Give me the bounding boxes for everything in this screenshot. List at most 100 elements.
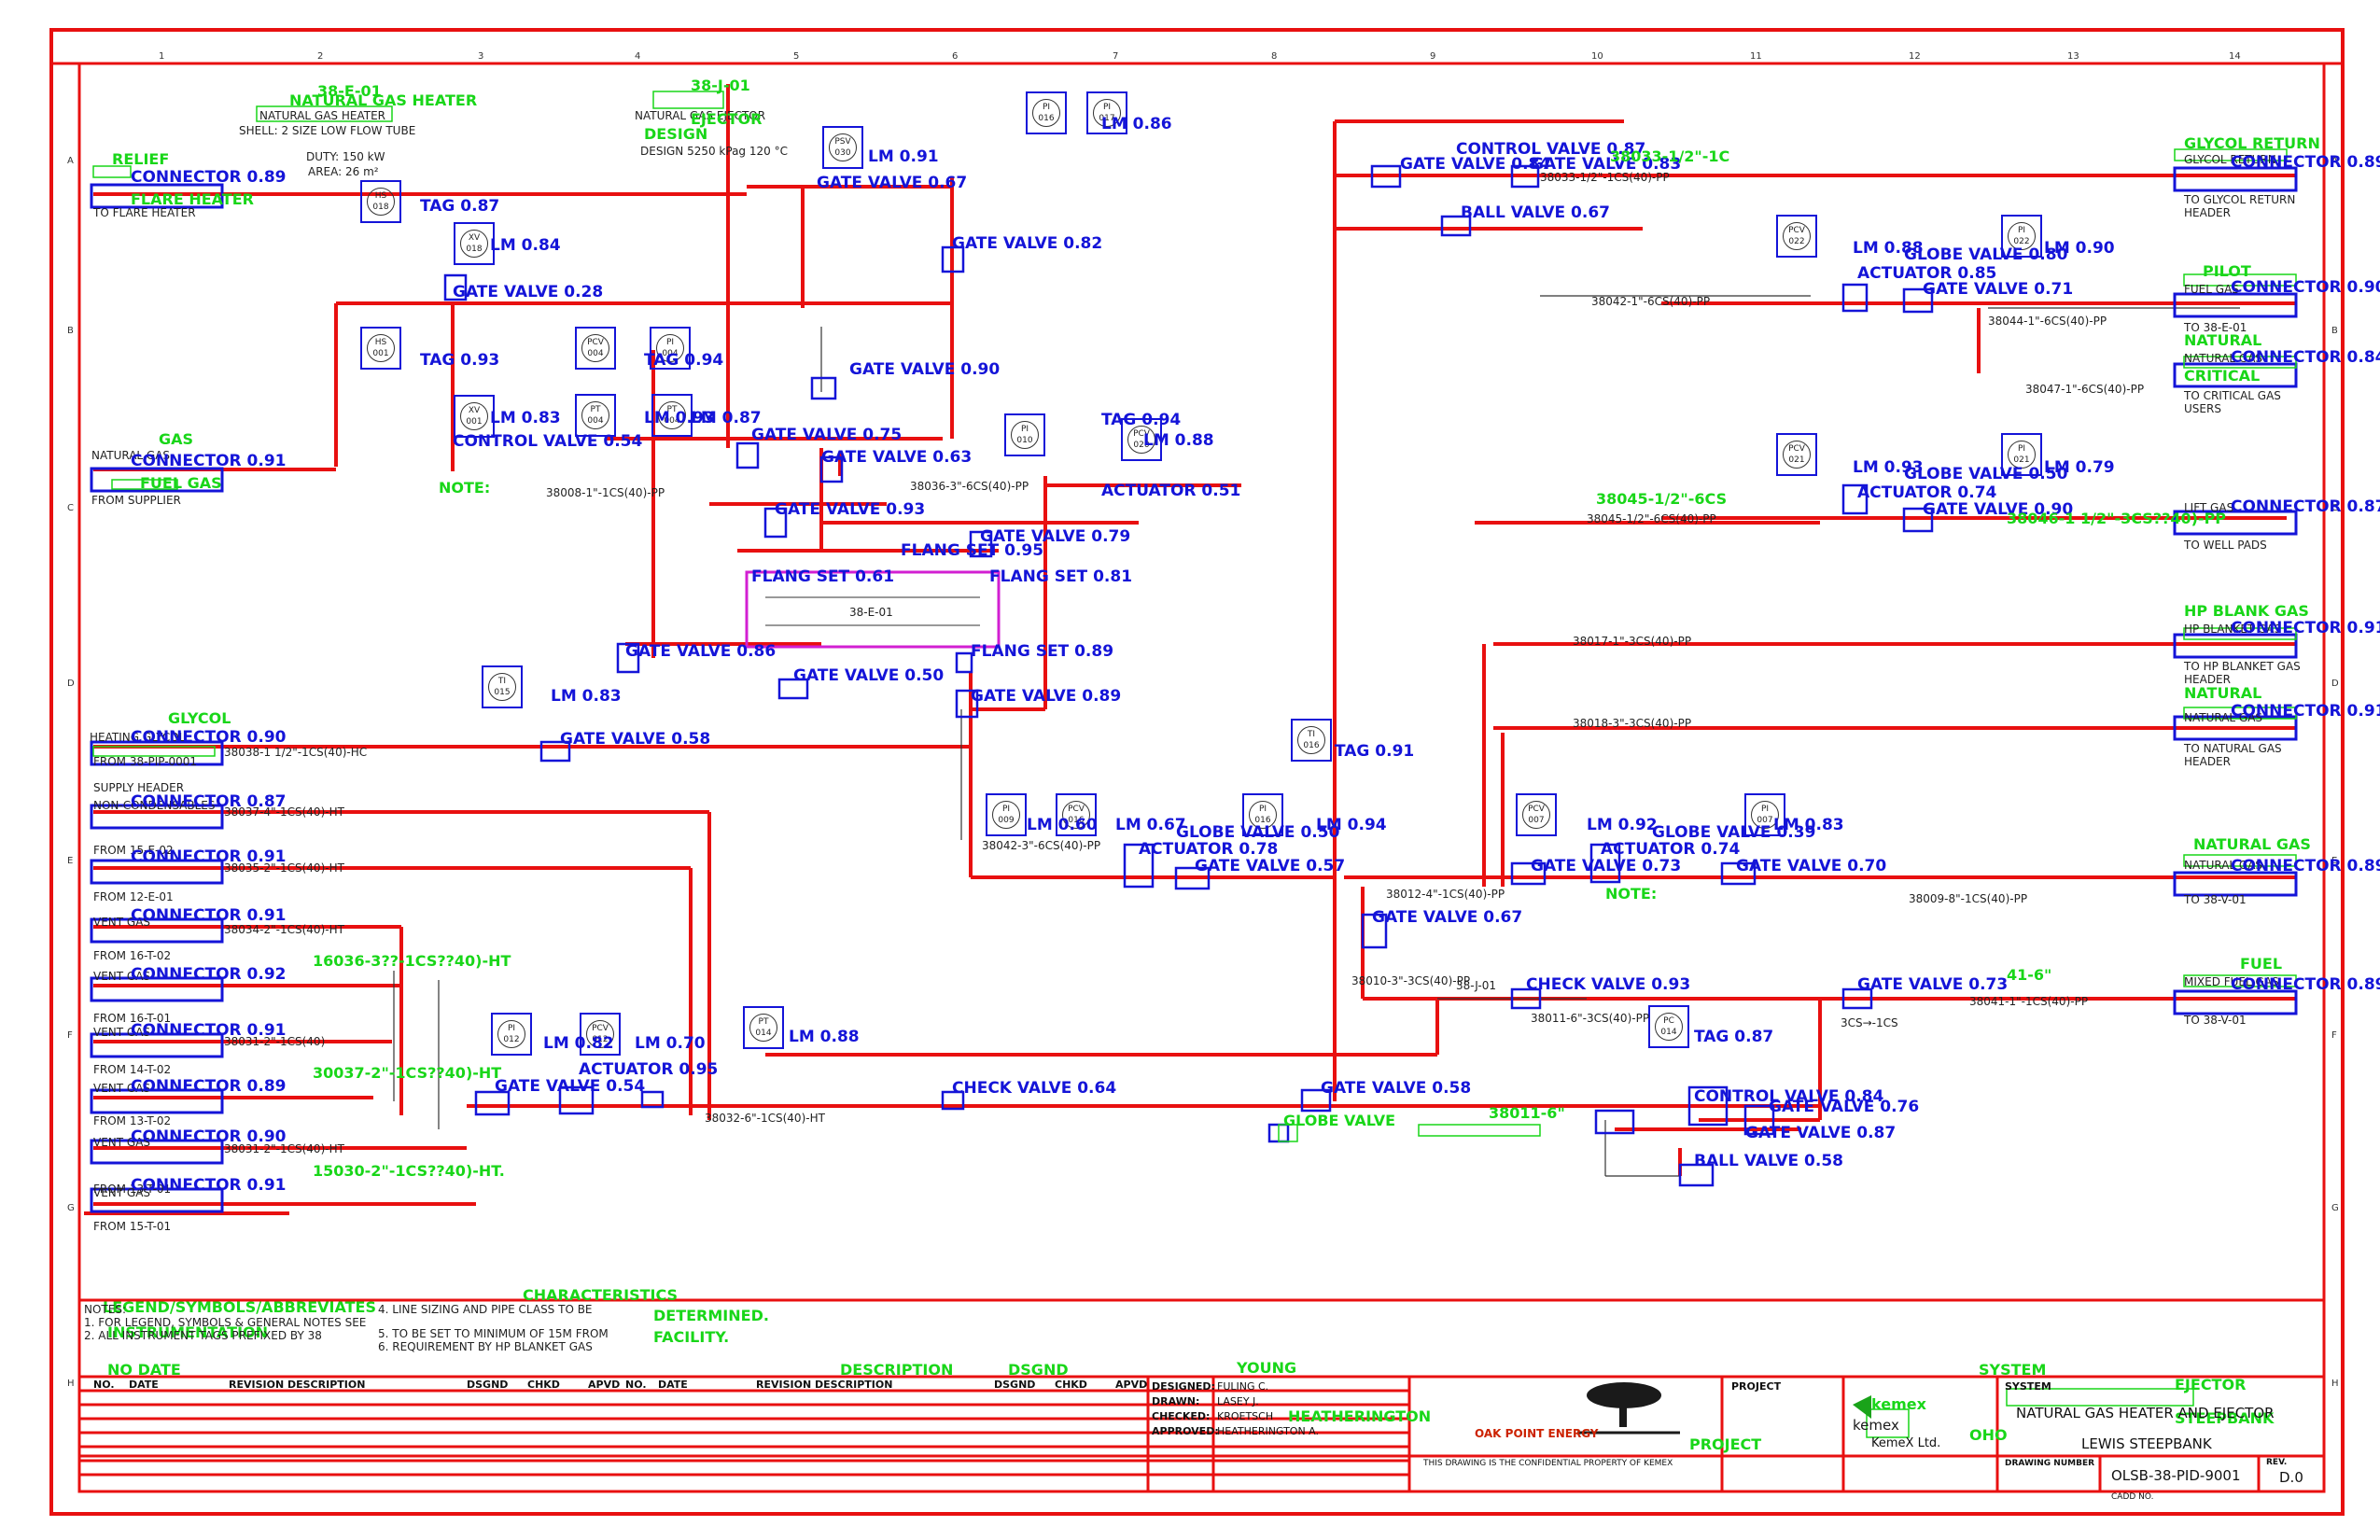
instrument-number: 016 (1254, 816, 1271, 825)
instrument-function: HS (374, 191, 387, 201)
grid-col-14: 14 (2229, 51, 2241, 62)
grid-lines (51, 62, 2343, 1458)
detection-label: GATE VALVE 0.75 (751, 426, 903, 444)
instrument-number: 016 (1068, 816, 1085, 825)
detection-label: ACTUATOR 0.78 (1139, 840, 1279, 859)
detection-label: CONNECTOR 0.90 (131, 1127, 287, 1146)
class-label: 30037-2"-1CS??40)-HT (313, 1064, 502, 1082)
instrument-circle (1751, 801, 1779, 829)
detection-label: GATE VALVE 0.87 (1745, 1124, 1897, 1142)
heater-vessel[interactable] (745, 570, 1001, 649)
detection-label: CONNECTOR 0.91 (131, 1021, 287, 1040)
instrument-circle (749, 1014, 777, 1042)
process-text: 38-E-01 (849, 606, 893, 619)
instrument-number: 004 (587, 349, 604, 358)
detection-label: CONNECTOR 0.87 (2231, 497, 2380, 516)
class-label: HP BLANK GAS (2184, 602, 2309, 620)
detection-label: CONNECTOR 0.89 (2231, 153, 2380, 172)
instrument-function: PI (1020, 425, 1029, 434)
instrument-circle (460, 402, 488, 430)
location-name: LEWIS STEEPBANK (2081, 1435, 2212, 1452)
process-text: DESIGN 5250 kPag 120 °C (640, 145, 788, 158)
process-text: VENT GAS (93, 1136, 151, 1149)
role-name: LASEY J. (1217, 1395, 1259, 1407)
process-text: 38-J-01 (1456, 979, 1496, 992)
instrument-function: PCV (592, 1024, 609, 1033)
detection-label: GATE VALVE 0.58 (1321, 1079, 1472, 1098)
class-label: 38011-6" (1489, 1104, 1565, 1122)
detection-label: BALL VALVE 0.67 (1461, 203, 1610, 222)
class-label: OHO (1969, 1426, 2008, 1444)
detection-label: CONNECTOR 0.90 (131, 728, 287, 747)
process-text: FROM SUPPLIER (91, 494, 181, 507)
role-name: HEATHERINGTON A. (1217, 1425, 1320, 1437)
role-label: DRAWN: (1152, 1395, 1200, 1407)
role-label: DESIGNED: (1152, 1380, 1215, 1393)
grid-col-8: 8 (1271, 51, 1278, 62)
process-text: AREA: 26 m² (308, 165, 379, 178)
instrument-circle (581, 401, 609, 429)
instrument-number: 001 (466, 417, 483, 427)
grid-row-right-F: F (2331, 1030, 2337, 1041)
grid-row-G: G (67, 1203, 75, 1213)
class-label: NATURAL (2184, 684, 2262, 702)
instrument-circle (1783, 222, 1811, 250)
revision-value: D.0 (2279, 1469, 2303, 1486)
class-label: NO DATE (107, 1361, 181, 1379)
process-text: NON-CONDENSABLES (93, 799, 216, 812)
process-text: 38035-2"-1CS(40)-HT (224, 861, 344, 875)
detection-label: LM 0.82 (543, 1034, 614, 1053)
detection-label: GATE VALVE 0.54 (495, 1077, 646, 1096)
process-text: 38045-1/2"-6CS(40)-PP (1587, 512, 1716, 525)
process-text: TO GLYCOL RETURN (2184, 193, 2296, 206)
instrument-circle (1011, 421, 1039, 449)
process-text: 38042-3"-6CS(40)-PP (982, 839, 1101, 852)
instrument-circle (488, 673, 516, 701)
detection-label: CONNECTOR 0.90 (2231, 278, 2380, 297)
detection-label: CONNECTOR 0.89 (2231, 975, 2380, 994)
cadd-no: CADD NO. (2111, 1492, 2154, 1502)
note-line: 4. LINE SIZING AND PIPE CLASS TO BE (378, 1303, 593, 1316)
class-label: GLYCOL (168, 709, 231, 727)
instrument-function: HS (374, 338, 387, 347)
rev-chkd-header: CHKD (527, 1379, 560, 1391)
class-label: NATURAL (2184, 331, 2262, 349)
class-label: FLARE HEATER (131, 190, 254, 208)
detection-label: LM 0.93 (644, 409, 715, 427)
grid-row-right-A: A (2331, 156, 2338, 166)
instrument-number: 015 (494, 688, 511, 697)
instrument-circle (367, 334, 395, 362)
instrument-number: 021 (2013, 455, 2030, 465)
detection-label: CONNECTOR 0.89 (131, 1077, 287, 1096)
instrument-circle (1655, 1013, 1683, 1041)
instrument-function: PI (1102, 103, 1112, 112)
